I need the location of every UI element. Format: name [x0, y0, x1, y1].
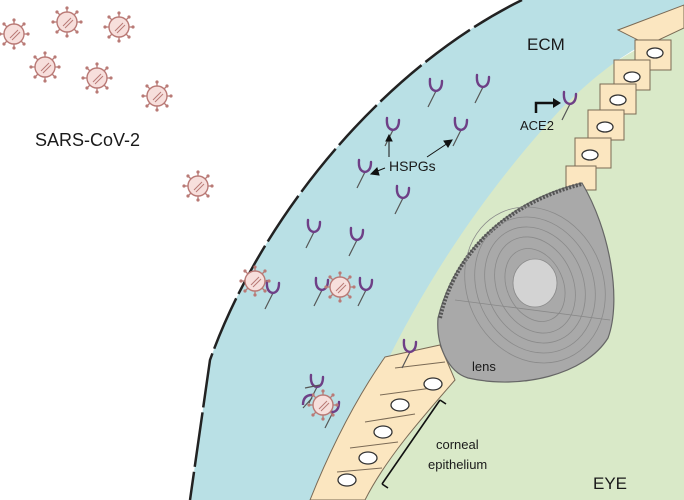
- virus-particle-icon: [28, 50, 62, 84]
- virus-particle-icon: [306, 388, 340, 422]
- bent-arrow-icon: [534, 98, 561, 113]
- virus-particle-icon: [181, 169, 215, 203]
- virus-particle-icon: [238, 264, 272, 298]
- virus-particle-icon: [102, 10, 136, 44]
- virus-particle-icon: [0, 17, 31, 51]
- virus-particle-icon: [323, 270, 357, 304]
- hspg-arrows: [369, 133, 453, 176]
- eye-label: EYE: [593, 474, 627, 493]
- virus-particle-icon: [50, 5, 84, 39]
- lens-label: lens: [472, 359, 496, 374]
- ecm-label: ECM: [527, 35, 565, 54]
- bound-receptor-stems: [302, 384, 321, 409]
- epithelium-bracket: [381, 399, 447, 489]
- virus-label: SARS-CoV-2: [35, 130, 140, 150]
- lens: [437, 182, 615, 383]
- upper-epithelium-strip: [565, 4, 684, 191]
- ace2-label: ACE2: [520, 118, 554, 133]
- outer-membrane: [188, 0, 523, 500]
- virus-particle-icon: [80, 61, 114, 95]
- hspgs-label: HSPGs: [389, 158, 436, 174]
- epithelium-label-line1: corneal: [436, 437, 479, 452]
- virus-particle-icon: [140, 79, 174, 113]
- epithelium-label-line2: epithelium: [428, 457, 487, 472]
- ecm-region: [190, 0, 684, 500]
- receptor-y-icon: [301, 393, 313, 406]
